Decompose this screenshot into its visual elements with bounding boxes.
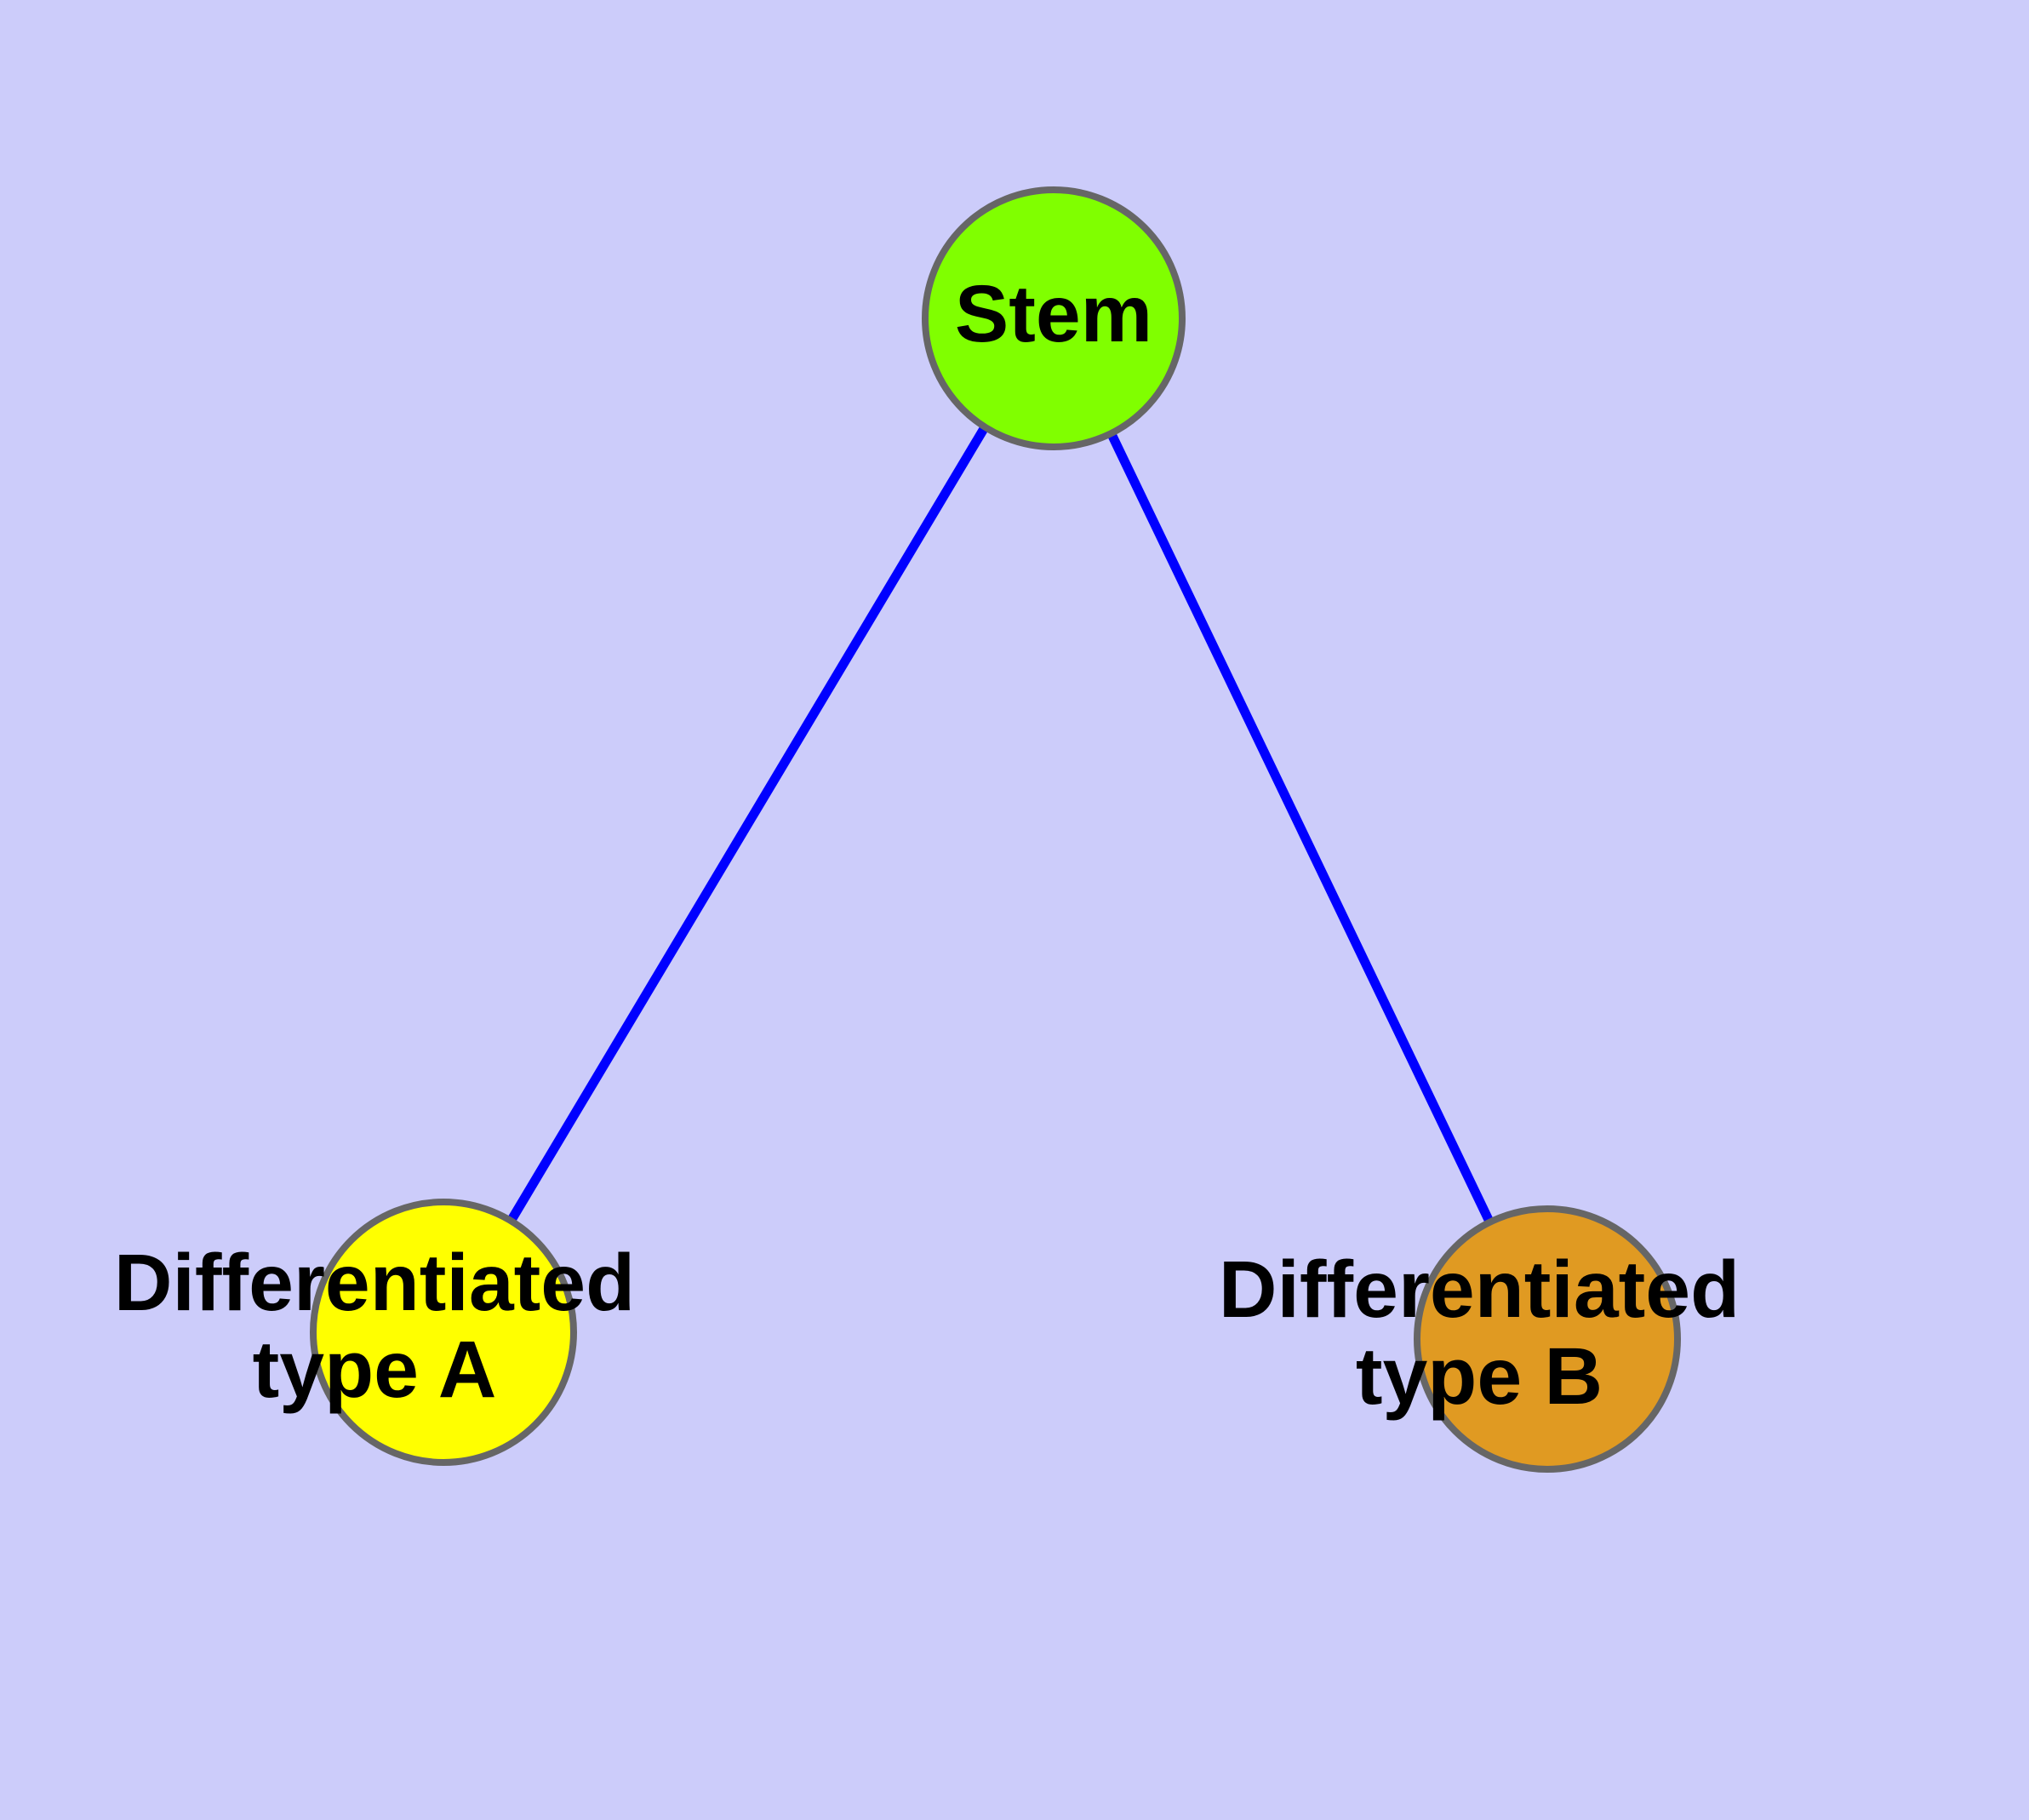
node-label-line: Stem bbox=[955, 269, 1152, 359]
edge-stem-to-differentiated-type-a[interactable] bbox=[507, 425, 989, 1222]
node-differentiated-type-a[interactable] bbox=[310, 1199, 577, 1466]
node-label-line: type A bbox=[253, 1325, 497, 1415]
node-differentiated-type-b-circle[interactable] bbox=[1414, 1205, 1681, 1473]
node-differentiated-type-b[interactable] bbox=[1414, 1205, 1681, 1473]
node-label-line: Differentiated bbox=[114, 1238, 635, 1328]
node-stem-label: Stem bbox=[955, 269, 1152, 359]
edge-stem-to-differentiated-type-b[interactable] bbox=[1107, 432, 1495, 1226]
node-label-line: type B bbox=[1356, 1331, 1603, 1422]
node-differentiated-type-a-circle[interactable] bbox=[310, 1199, 577, 1466]
edges-layer bbox=[507, 425, 1495, 1226]
nodes-layer bbox=[310, 186, 1681, 1473]
node-label-line: Differentiated bbox=[1219, 1245, 1740, 1335]
node-stem-circle[interactable] bbox=[922, 186, 1186, 450]
node-stem[interactable] bbox=[922, 186, 1186, 450]
